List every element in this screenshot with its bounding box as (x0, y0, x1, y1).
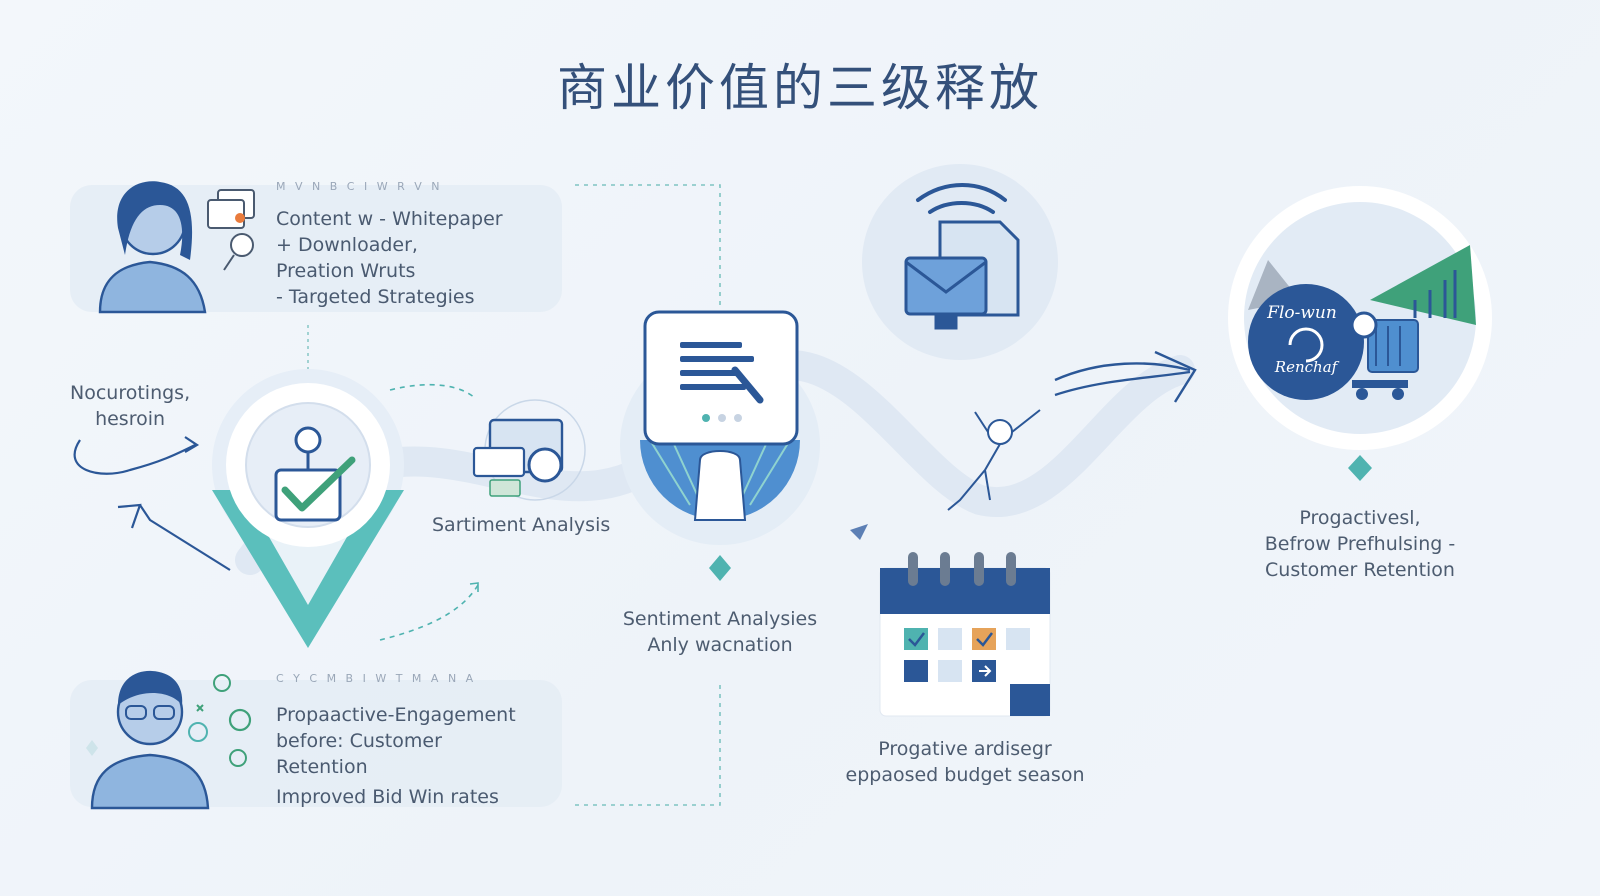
center-label: Sentiment Analysies Anly wacnation (600, 606, 840, 658)
man-body (90, 753, 210, 810)
wifi-icon (916, 183, 1007, 202)
page-title: 商业价值的三级释放 (557, 59, 1043, 117)
woman-body (98, 260, 207, 314)
woman-hair (117, 181, 193, 260)
chat-icon (188, 722, 208, 742)
diamond-center (709, 555, 731, 581)
calendar-label: Progative ardisegr eppaosed budget seaso… (820, 736, 1110, 788)
gear-small-icon (229, 749, 247, 767)
bottom-card-header: C Y C M B I W T M A N A (276, 672, 477, 685)
dashed-connector-bottom (575, 680, 721, 806)
right-arrow-line-2 (1054, 370, 1191, 397)
glasses-icon (125, 705, 147, 720)
right-label: Progactivesl, Befrow Prefhulsing - Custo… (1230, 505, 1490, 583)
right-arrow-line (1054, 362, 1191, 382)
right-label-line: Customer Retention (1265, 559, 1455, 581)
teal-arc-top (389, 383, 476, 399)
right-arrow-head (1154, 350, 1197, 403)
cart-icon (1367, 319, 1419, 373)
top-card-text: Content w - Whitepaper + Downloader, Pre… (276, 206, 503, 310)
lower-left-arrow-head (117, 503, 142, 529)
calendar-label-line: Progative ardisegr (878, 738, 1052, 760)
top-card-header: M V N B C I W R V N (276, 180, 443, 193)
clock-badge (1248, 284, 1364, 400)
bottom-card-line: Retention (276, 756, 368, 778)
bottom-card-line: Propaactive-Engagement (276, 704, 516, 726)
bottom-card-line: Improved Bid Win rates (276, 786, 499, 808)
badge-text-top: Flo-wun (1266, 303, 1337, 323)
top-card-line: Preation Wruts (276, 260, 416, 282)
center-label-line: Anly wacnation (647, 634, 793, 656)
left-label-line: Nocurotings, (70, 382, 191, 404)
top-card-line: + Downloader, (276, 234, 418, 256)
top-card-line: Content w - Whitepaper (276, 208, 503, 230)
bottom-card-text: Propaactive-Engagement before: Customer … (276, 702, 516, 810)
sparkle-icon (196, 704, 204, 712)
teal-arc-head (469, 582, 479, 592)
checkmark-icon (281, 456, 356, 512)
left-arrow-head (184, 436, 200, 453)
lower-left-arrow (139, 504, 231, 571)
growth-wedge (1370, 245, 1476, 325)
bottom-card-line: before: Customer (276, 730, 442, 752)
left-label: Nocurotings, hesroin (70, 380, 190, 432)
robot-figure (693, 450, 747, 521)
badge-text-bottom: Renchaf (1274, 358, 1340, 376)
diamond-right (1348, 455, 1372, 481)
center-label-line: Sentiment Analysies (622, 608, 818, 630)
pen-icon (731, 366, 764, 404)
propeller-body (947, 409, 1041, 511)
gear-icon (228, 708, 252, 732)
sentiment-label: Sartiment Analysis (432, 514, 611, 536)
dashed-connector-top (575, 184, 721, 305)
bulb-icon (213, 674, 231, 692)
magnifier-icon (527, 447, 563, 483)
left-arrow-curve (73, 439, 196, 475)
right-label-line: Befrow Prefhulsing - (1264, 533, 1456, 555)
calendar-label-line: eppaosed budget season (845, 764, 1085, 786)
top-card-line: - Targeted Strategies (276, 286, 475, 308)
right-label-line: Progactivesl, (1299, 507, 1421, 529)
small-triangle (850, 524, 868, 540)
search-icon (230, 233, 254, 257)
fire-icon (235, 213, 245, 223)
teal-arc-bottom (379, 584, 479, 641)
left-label-line: hesroin (95, 408, 166, 430)
man-hair (118, 670, 183, 705)
